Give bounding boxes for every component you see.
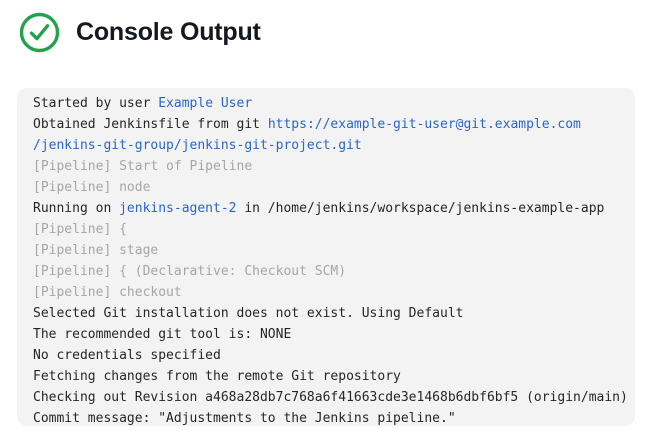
console-line: Started by user Example User [33, 93, 619, 114]
console-text: No credentials specified [33, 348, 221, 363]
console-line: [Pipeline] node [33, 177, 619, 198]
console-line: [Pipeline] checkout [33, 282, 619, 303]
console-text: Running on [33, 201, 120, 216]
console-line: No credentials specified [33, 345, 619, 366]
console-line: [Pipeline] { (Declarative: Checkout SCM) [33, 261, 619, 282]
console-text: [Pipeline] { [33, 222, 127, 237]
console-line: The recommended git tool is: NONE [33, 324, 619, 345]
console-text: [Pipeline] checkout [33, 285, 182, 300]
console-line: Commit message: "Adjustments to the Jenk… [33, 408, 619, 426]
console-link[interactable]: jenkins-agent-2 [119, 201, 237, 216]
console-line: [Pipeline] stage [33, 240, 619, 261]
console-line: /jenkins-git-group/jenkins-git-project.g… [33, 135, 619, 156]
console-text: [Pipeline] Start of Pipeline [33, 159, 253, 174]
page-header: Console Output [18, 11, 261, 54]
console-line: Selected Git installation does not exist… [33, 303, 619, 324]
console-text: [Pipeline] node [33, 180, 151, 195]
console-line: Checking out Revision a468a28db7c768a6f4… [33, 387, 628, 408]
console-line: Running on jenkins-agent-2 in /home/jenk… [33, 198, 619, 219]
console-line: [Pipeline] Start of Pipeline [33, 156, 619, 177]
console-line: Obtained Jenkinsfile from git https://ex… [33, 114, 619, 135]
console-text: Selected Git installation does not exist… [33, 306, 464, 321]
console-link[interactable]: https://example-git-user@git.example.com [267, 117, 581, 132]
console-line: Fetching changes from the remote Git rep… [33, 366, 619, 387]
console-text: Commit message: "Adjustments to the Jenk… [33, 411, 456, 426]
page-title: Console Output [76, 18, 261, 46]
console-text: The recommended git tool is: NONE [33, 327, 292, 342]
console-text: [Pipeline] { (Declarative: Checkout SCM) [33, 264, 347, 279]
console-text: Fetching changes from the remote Git rep… [33, 369, 401, 384]
console-text: [Pipeline] stage [33, 243, 159, 258]
console-link[interactable]: Example User [158, 96, 253, 111]
console-text: Obtained Jenkinsfile from git [33, 117, 268, 132]
console-line: [Pipeline] { [33, 219, 619, 240]
success-check-icon [19, 12, 60, 53]
console-link[interactable]: /jenkins-git-group/jenkins-git-project.g… [33, 138, 362, 153]
console-text: Checking out Revision a468a28db7c768a6f4… [33, 390, 628, 405]
console-text: in /home/jenkins/workspace/jenkins-examp… [236, 201, 605, 216]
console-text: Started by user [33, 96, 159, 111]
